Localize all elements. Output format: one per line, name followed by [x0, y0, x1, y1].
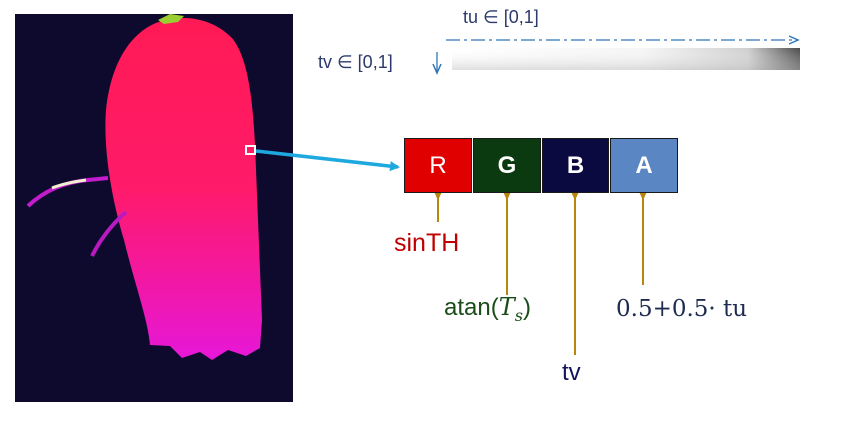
channel-g-box: G	[473, 138, 541, 193]
formula-a: 0.5+0.5· tu	[616, 296, 748, 322]
sample-point-marker	[245, 145, 256, 155]
sample-to-texel-arrow	[255, 149, 400, 172]
tv-label: tv ∈ [0,1]	[318, 52, 393, 72]
formula-g-func: atan(	[444, 294, 499, 321]
formula-g: atan(Ts)	[444, 295, 531, 324]
hair-tip-highlight	[158, 14, 184, 24]
formula-g-close: )	[522, 294, 531, 321]
channel-a-box: A	[610, 138, 678, 193]
formula-r: sinTH	[394, 229, 460, 257]
channel-a-letter: A	[635, 151, 653, 179]
stray-strand-highlight	[51, 178, 87, 190]
stray-strand-lower	[90, 210, 128, 257]
formula-g-sub: s	[514, 305, 523, 325]
tu-label: tu ∈ [0,1]	[463, 7, 539, 27]
channel-g-letter: G	[497, 151, 517, 179]
channel-r-letter: R	[429, 151, 447, 179]
hair-render-image	[15, 14, 293, 402]
formula-g-var: T	[498, 293, 515, 321]
formula-b: tv	[562, 359, 581, 386]
channel-b-letter: B	[566, 151, 585, 179]
uv-texture-strip	[432, 35, 800, 75]
hair-strands	[105, 17, 263, 361]
channel-b-box: B	[542, 138, 609, 193]
channel-r-box: R	[404, 138, 472, 193]
